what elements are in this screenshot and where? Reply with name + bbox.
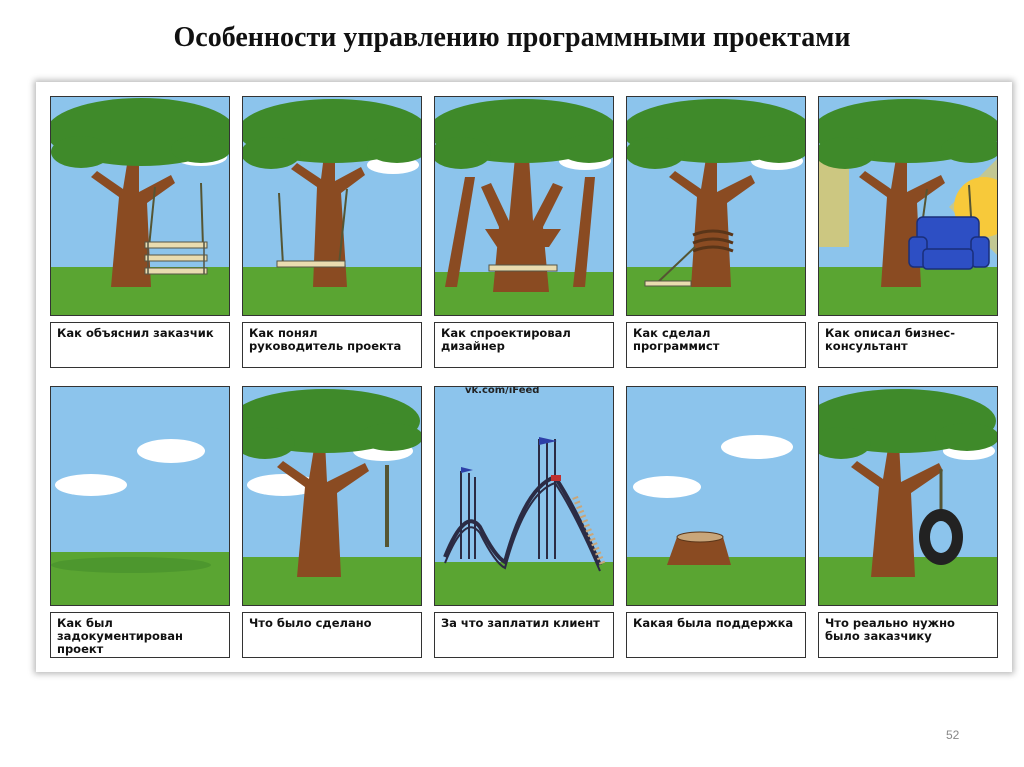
slide-title: Особенности управлению программными прое… xyxy=(173,22,851,53)
panel-explained: Как объяснил заказчик xyxy=(50,96,230,368)
page-number: 52 xyxy=(946,728,960,742)
panel-illustration xyxy=(626,96,806,316)
panel-illustration xyxy=(818,386,998,606)
panel-caption: Как сделал программист xyxy=(626,322,806,368)
panel-documented: Как был задокументирован проект xyxy=(50,386,230,658)
panel-caption: За что заплатил клиент xyxy=(434,612,614,658)
panel-consultant: Как описал бизнес-консультант xyxy=(818,96,998,368)
panel-illustration xyxy=(50,386,230,606)
panel-understood: Как понял руководитель проекта xyxy=(242,96,422,368)
panel-illustration xyxy=(242,386,422,606)
panel-caption: Какая была поддержка xyxy=(626,612,806,658)
panel-paid: vk.com/iFeed За что заплатил клиент xyxy=(434,386,614,658)
panel-caption: Как понял руководитель проекта xyxy=(242,322,422,368)
panel-illustration xyxy=(818,96,998,316)
comic-strip: Как объяснил заказчик Как понял руководи… xyxy=(36,82,1012,672)
panel-illustration xyxy=(626,386,806,606)
panel-illustration xyxy=(242,96,422,316)
panel-caption: Как был задокументирован проект xyxy=(50,612,230,658)
panel-caption: Как описал бизнес-консультант xyxy=(818,322,998,368)
panel-needed: Что реально нужно было заказчику xyxy=(818,386,998,658)
panel-done: Что было сделано xyxy=(242,386,422,658)
panel-caption: Как объяснил заказчик xyxy=(50,322,230,368)
panel-caption: Что реально нужно было заказчику xyxy=(818,612,998,658)
panel-support: Какая была поддержка xyxy=(626,386,806,658)
panel-illustration xyxy=(50,96,230,316)
panel-illustration: vk.com/iFeed xyxy=(434,386,614,606)
panel-programmed: Как сделал программист xyxy=(626,96,806,368)
panel-designed: Как спроектировал дизайнер xyxy=(434,96,614,368)
panel-caption: Что было сделано xyxy=(242,612,422,658)
watermark: vk.com/iFeed xyxy=(465,386,540,396)
panel-illustration xyxy=(434,96,614,316)
panel-caption: Как спроектировал дизайнер xyxy=(434,322,614,368)
